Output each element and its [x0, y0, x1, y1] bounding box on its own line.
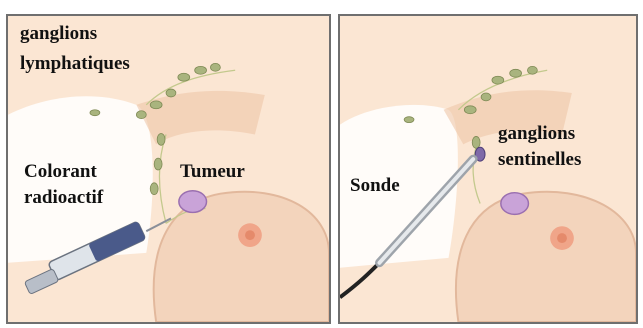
label-sentinel-line1: ganglions: [498, 124, 575, 144]
label-sentinel-line2: sentinelles: [498, 150, 581, 170]
label-lymph-nodes-line1: ganglions: [20, 24, 97, 44]
right-panel-probe-detection: Sonde ganglions sentinelles: [338, 14, 638, 324]
label-tumor: Tumeur: [180, 162, 245, 182]
right-illustration: [340, 16, 636, 322]
armpit-shadow: [136, 91, 264, 144]
breast-contour: [154, 192, 329, 322]
label-dye-line2: radioactif: [24, 188, 103, 208]
tumor-shape: [179, 191, 207, 213]
label-dye-line1: Colorant: [24, 162, 97, 182]
tumor-shape: [501, 193, 529, 215]
left-panel-dye-injection: ganglions lymphatiques Colorant radioact…: [6, 14, 331, 324]
breast-contour: [456, 192, 636, 322]
label-probe: Sonde: [350, 176, 400, 196]
label-lymph-nodes-line2: lymphatiques: [20, 54, 130, 74]
